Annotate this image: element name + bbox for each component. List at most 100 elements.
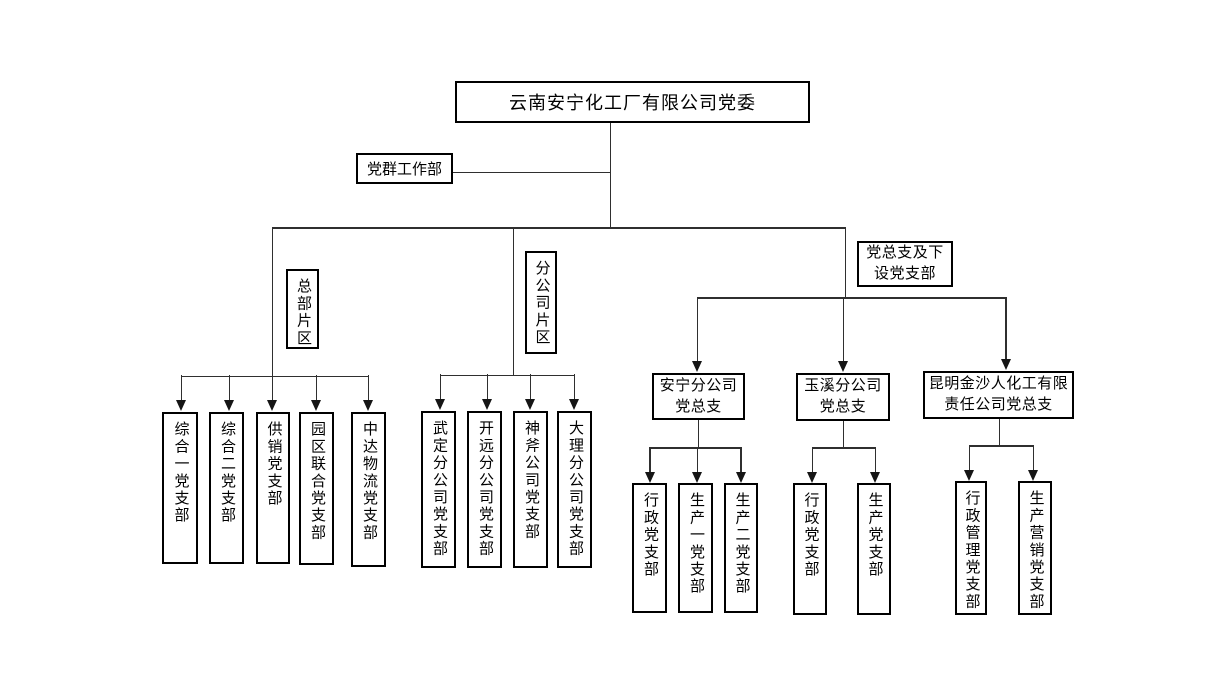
- connector-line: [874, 447, 876, 473]
- anning-child-label-2: 生产一党支部: [688, 492, 704, 596]
- general-branch-box-kunming: 昆明金沙人化工有限 责任公司党总支: [923, 371, 1074, 419]
- yuxi-child-box-1: 行政党支部: [793, 483, 827, 615]
- arrow-down-icon: [176, 400, 186, 411]
- hq-section-label: 总部片区: [295, 278, 311, 347]
- arrow-down-icon: [735, 472, 746, 483]
- hq-branch-box-5: 中达物流党支部: [351, 412, 386, 567]
- connector-line: [439, 374, 442, 400]
- connector-line: [453, 171, 610, 173]
- general-branch-box-anning: 安宁分公司 党总支: [652, 373, 745, 420]
- connector-line: [842, 297, 844, 362]
- connector-line: [367, 375, 370, 401]
- arrow-down-icon: [525, 399, 535, 410]
- company-branch-box-3: 神斧公司党支部: [513, 411, 548, 568]
- root-committee-box: 云南安宁化工厂有限公司党委: [455, 81, 810, 123]
- connector-line: [272, 227, 846, 229]
- general-branch-kunming-line2: 责任公司党总支: [944, 397, 1053, 413]
- yuxi-child-label-1: 行政党支部: [802, 492, 819, 578]
- connector-line: [696, 297, 698, 362]
- kunming-child-box-2: 生产营销党支部: [1018, 481, 1052, 615]
- hq-branch-label-4: 园区联合党支部: [309, 421, 325, 542]
- connector-line: [968, 445, 970, 471]
- arrow-down-icon: [311, 400, 321, 411]
- arrow-down-icon: [569, 399, 579, 410]
- company-branch-label-2: 开远分公司党支部: [477, 420, 493, 558]
- root-committee-label: 云南安宁化工厂有限公司党委: [509, 93, 756, 113]
- general-section-label: 党总支及下 设党支部: [866, 243, 944, 285]
- connector-line: [271, 227, 273, 376]
- anning-child-label-3: 生产二党支部: [733, 492, 750, 596]
- hq-branch-box-3: 供销党支部: [256, 412, 290, 564]
- general-branch-kunming-line1: 昆明金沙人化工有限: [928, 376, 1069, 392]
- connector-line: [181, 375, 369, 377]
- arrow-down-icon: [1000, 359, 1011, 370]
- kunming-child-label-2: 生产营销党支部: [1027, 490, 1044, 611]
- party-mass-work-dept-label: 党群工作部: [366, 162, 442, 178]
- general-branch-yuxi-line2: 党总支: [819, 399, 867, 415]
- connector-line: [180, 375, 183, 401]
- connector-line: [609, 121, 611, 227]
- hq-branch-box-2: 综合二党支部: [209, 412, 244, 564]
- company-branch-label-4: 大理分公司党支部: [567, 420, 583, 558]
- hq-branch-box-1: 综合一党支部: [162, 412, 198, 564]
- company-branch-label-3: 神斧公司党支部: [523, 420, 539, 541]
- branch-section-label-box: 分公司片区: [525, 251, 557, 354]
- hq-section-label-box: 总部片区: [286, 269, 319, 349]
- arrow-down-icon: [837, 361, 848, 372]
- branch-section-label: 分公司片区: [533, 260, 550, 346]
- anning-child-box-1: 行政党支部: [632, 483, 667, 613]
- connector-line: [529, 374, 532, 400]
- general-branch-label-yuxi: 玉溪分公司 党总支: [804, 376, 882, 418]
- arrow-down-icon: [435, 399, 445, 410]
- arrow-down-icon: [692, 472, 702, 483]
- connector-line: [811, 447, 876, 449]
- company-branch-label-1: 武定分公司党支部: [431, 420, 447, 558]
- arrow-down-icon: [869, 472, 880, 483]
- company-branch-box-4: 大理分公司党支部: [557, 411, 592, 568]
- general-branch-label-anning: 安宁分公司 党总支: [660, 376, 738, 418]
- kunming-child-label-1: 行政管理党支部: [963, 490, 980, 611]
- arrow-down-icon: [691, 361, 702, 372]
- connector-line: [649, 447, 742, 449]
- arrow-down-icon: [806, 472, 817, 483]
- company-branch-box-2: 开远分公司党支部: [467, 411, 502, 568]
- yuxi-child-box-2: 生产党支部: [857, 483, 891, 615]
- hq-branch-box-4: 园区联合党支部: [299, 412, 334, 565]
- connector-line: [315, 375, 318, 401]
- connector-line: [968, 445, 1034, 447]
- anning-child-box-2: 生产一党支部: [678, 483, 713, 613]
- connector-line: [844, 227, 846, 298]
- anning-child-label-1: 行政党支部: [642, 492, 658, 578]
- arrow-down-icon: [267, 400, 277, 411]
- connector-line: [842, 420, 844, 447]
- connector-line: [740, 447, 742, 473]
- connector-line: [1005, 297, 1007, 360]
- general-branch-box-yuxi: 玉溪分公司 党总支: [796, 373, 890, 421]
- general-branch-anning-line1: 安宁分公司: [659, 377, 738, 394]
- connector-line: [696, 297, 1007, 299]
- arrow-down-icon: [224, 400, 234, 411]
- arrow-down-icon: [963, 470, 974, 481]
- general-branch-label-kunming: 昆明金沙人化工有限 责任公司党总支: [929, 374, 1069, 416]
- kunming-child-box-1: 行政管理党支部: [955, 481, 987, 615]
- general-branch-anning-line2: 党总支: [675, 398, 722, 415]
- connector-line: [228, 375, 231, 401]
- connector-line: [271, 375, 274, 401]
- connector-line: [512, 227, 514, 375]
- general-section-label-line2: 设党支部: [873, 266, 936, 282]
- hq-branch-label-1: 综合一党支部: [172, 421, 189, 525]
- connector-line: [998, 418, 1000, 445]
- connector-line: [649, 447, 651, 473]
- connector-line: [573, 374, 576, 400]
- general-section-label-box: 党总支及下 设党支部: [857, 241, 953, 287]
- hq-branch-label-3: 供销党支部: [265, 421, 282, 507]
- general-branch-yuxi-line1: 玉溪分公司: [804, 378, 882, 394]
- anning-child-box-3: 生产二党支部: [724, 483, 758, 613]
- connector-line: [486, 374, 489, 400]
- arrow-down-icon: [1027, 470, 1038, 481]
- connector-line: [811, 447, 813, 473]
- party-mass-work-dept-box: 党群工作部: [356, 153, 453, 184]
- arrow-down-icon: [644, 472, 655, 483]
- general-section-label-line1: 党总支及下: [866, 245, 944, 261]
